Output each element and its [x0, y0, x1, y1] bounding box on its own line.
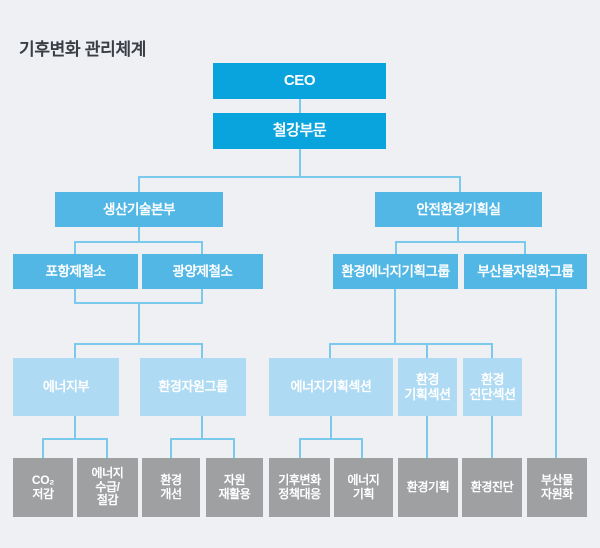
org-node-co2-reduction: CO₂ 저감 [13, 458, 73, 517]
org-node-ceo: CEO [213, 63, 386, 99]
connector-path [42, 99, 557, 458]
page-title: 기후변화 관리체계 [19, 40, 147, 60]
org-node-env-improvement: 환경 개선 [142, 458, 200, 517]
org-node-steel-division: 철강부문 [213, 113, 386, 149]
org-node-env-diagnosis-section: 환경 진단섹션 [463, 358, 522, 416]
org-node-energy-supply-saving: 에너지 수급/ 절감 [77, 458, 138, 517]
org-node-env-diagnosis: 환경진단 [462, 458, 522, 517]
org-node-energy-dept: 에너지부 [13, 358, 119, 416]
org-node-safety-env-planning-office: 안전환경기획실 [375, 192, 542, 227]
org-node-resource-recycling: 자원 재활용 [206, 458, 263, 517]
org-node-production-tech-hq: 생산기술본부 [55, 192, 223, 227]
org-node-byproduct-recycling: 부산물 자원화 [527, 458, 587, 517]
org-node-env-planning-section: 환경 기획섹션 [398, 358, 457, 416]
org-node-pohang-steelworks: 포항제철소 [13, 254, 138, 289]
org-node-energy-planning: 에너지 기획 [334, 458, 393, 517]
org-node-energy-planning-section: 에너지기획섹션 [269, 358, 393, 416]
org-node-env-planning: 환경기획 [398, 458, 458, 517]
org-node-env-energy-planning-group: 환경에너지기획그룹 [333, 254, 458, 289]
org-node-climate-policy-response: 기후변화 정책대응 [269, 458, 330, 517]
org-node-byproduct-recycling-group: 부산물자원화그룹 [464, 254, 587, 289]
org-node-env-resource-group: 환경자원그룹 [140, 358, 246, 416]
org-node-gwangyang-steelworks: 광양제철소 [142, 254, 263, 289]
